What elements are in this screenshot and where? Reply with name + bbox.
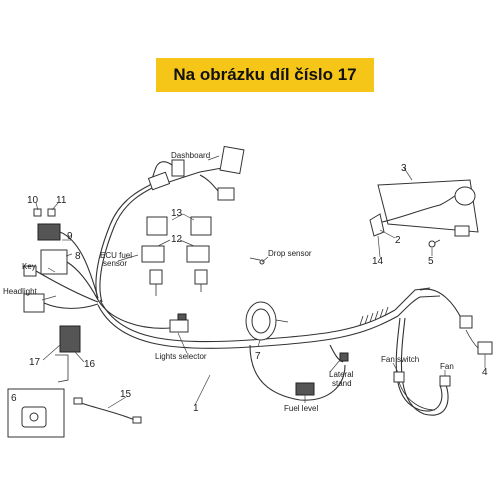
dashboard-connectors: [147, 145, 245, 201]
part-number-banner: Na obrázku díl číslo 17: [156, 58, 374, 92]
left-components: [23, 208, 99, 313]
part-number-11: 11: [56, 195, 67, 206]
label-fan-switch: Fan switch: [381, 355, 419, 364]
label-key: Key: [22, 262, 36, 271]
label-lateral-1: Lateral: [329, 370, 354, 379]
part-number-17: 17: [29, 357, 41, 368]
part-number-2: 2: [395, 235, 401, 246]
banner-text: Na obrázku díl číslo 17: [173, 65, 357, 84]
part-number-13: 13: [171, 208, 183, 219]
part-number-9: 9: [67, 231, 73, 242]
label-ecu-fuel-1: ECU fuel: [100, 251, 132, 260]
part-number-1: 1: [193, 403, 199, 414]
label-dashboard: Dashboard: [171, 151, 210, 160]
label-lateral-2: stand: [332, 379, 352, 388]
horn: [245, 301, 289, 341]
fan-components: [393, 315, 493, 411]
sensor-assembly: [369, 179, 479, 248]
part-number-14: 14: [372, 256, 384, 267]
relays: [141, 216, 212, 296]
drop-sensor-lead: [249, 257, 265, 265]
label-headlight: Headlight: [3, 287, 38, 296]
fuse-holder: [55, 325, 81, 383]
part-6-clip: [7, 388, 65, 438]
lights-selector-connector: [169, 313, 189, 333]
part-number-12: 12: [171, 234, 183, 245]
part-numbers: 1 2 3 4 5 6 7 8 9 10 11 12 13 14 15 16 1…: [11, 163, 488, 414]
part-number-4: 4: [482, 367, 488, 378]
part-number-16: 16: [84, 359, 96, 370]
label-fan: Fan: [440, 362, 454, 371]
part-number-10: 10: [27, 195, 39, 206]
leader-lines: [35, 155, 486, 409]
part-number-6: 6: [11, 393, 17, 404]
part-number-3: 3: [401, 163, 407, 174]
part-number-8: 8: [75, 251, 81, 262]
label-lights-selector: Lights selector: [155, 352, 207, 361]
part-number-7: 7: [255, 351, 261, 362]
text-labels: Dashboard ECU fuel sensor Key Headlight …: [3, 151, 454, 413]
main-harness: [95, 184, 463, 416]
label-fuel-level: Fuel level: [284, 404, 318, 413]
part-number-15: 15: [120, 389, 132, 400]
label-ecu-fuel-2: sensor: [103, 259, 127, 268]
part-15-cable: [73, 397, 142, 424]
label-drop-sensor: Drop sensor: [268, 249, 312, 258]
part-number-5: 5: [428, 256, 434, 267]
